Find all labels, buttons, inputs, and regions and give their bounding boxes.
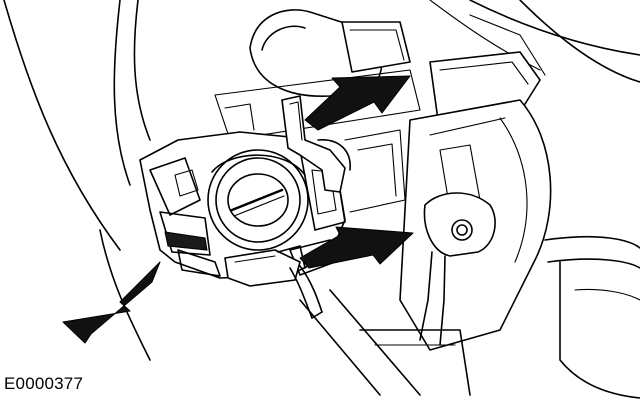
callout-arrow-icon [62,261,161,344]
ignition-lock-cylinder-icon [207,149,309,251]
steering-pivot-bracket [419,192,496,346]
figure-id-label: E0000377 [4,374,84,393]
callout-arrows [62,75,414,344]
callout-arrow-icon [299,226,414,269]
callout-arrow-icon [304,75,411,131]
lower-wiring-connector [224,245,323,319]
upper-release-clip [281,95,351,193]
